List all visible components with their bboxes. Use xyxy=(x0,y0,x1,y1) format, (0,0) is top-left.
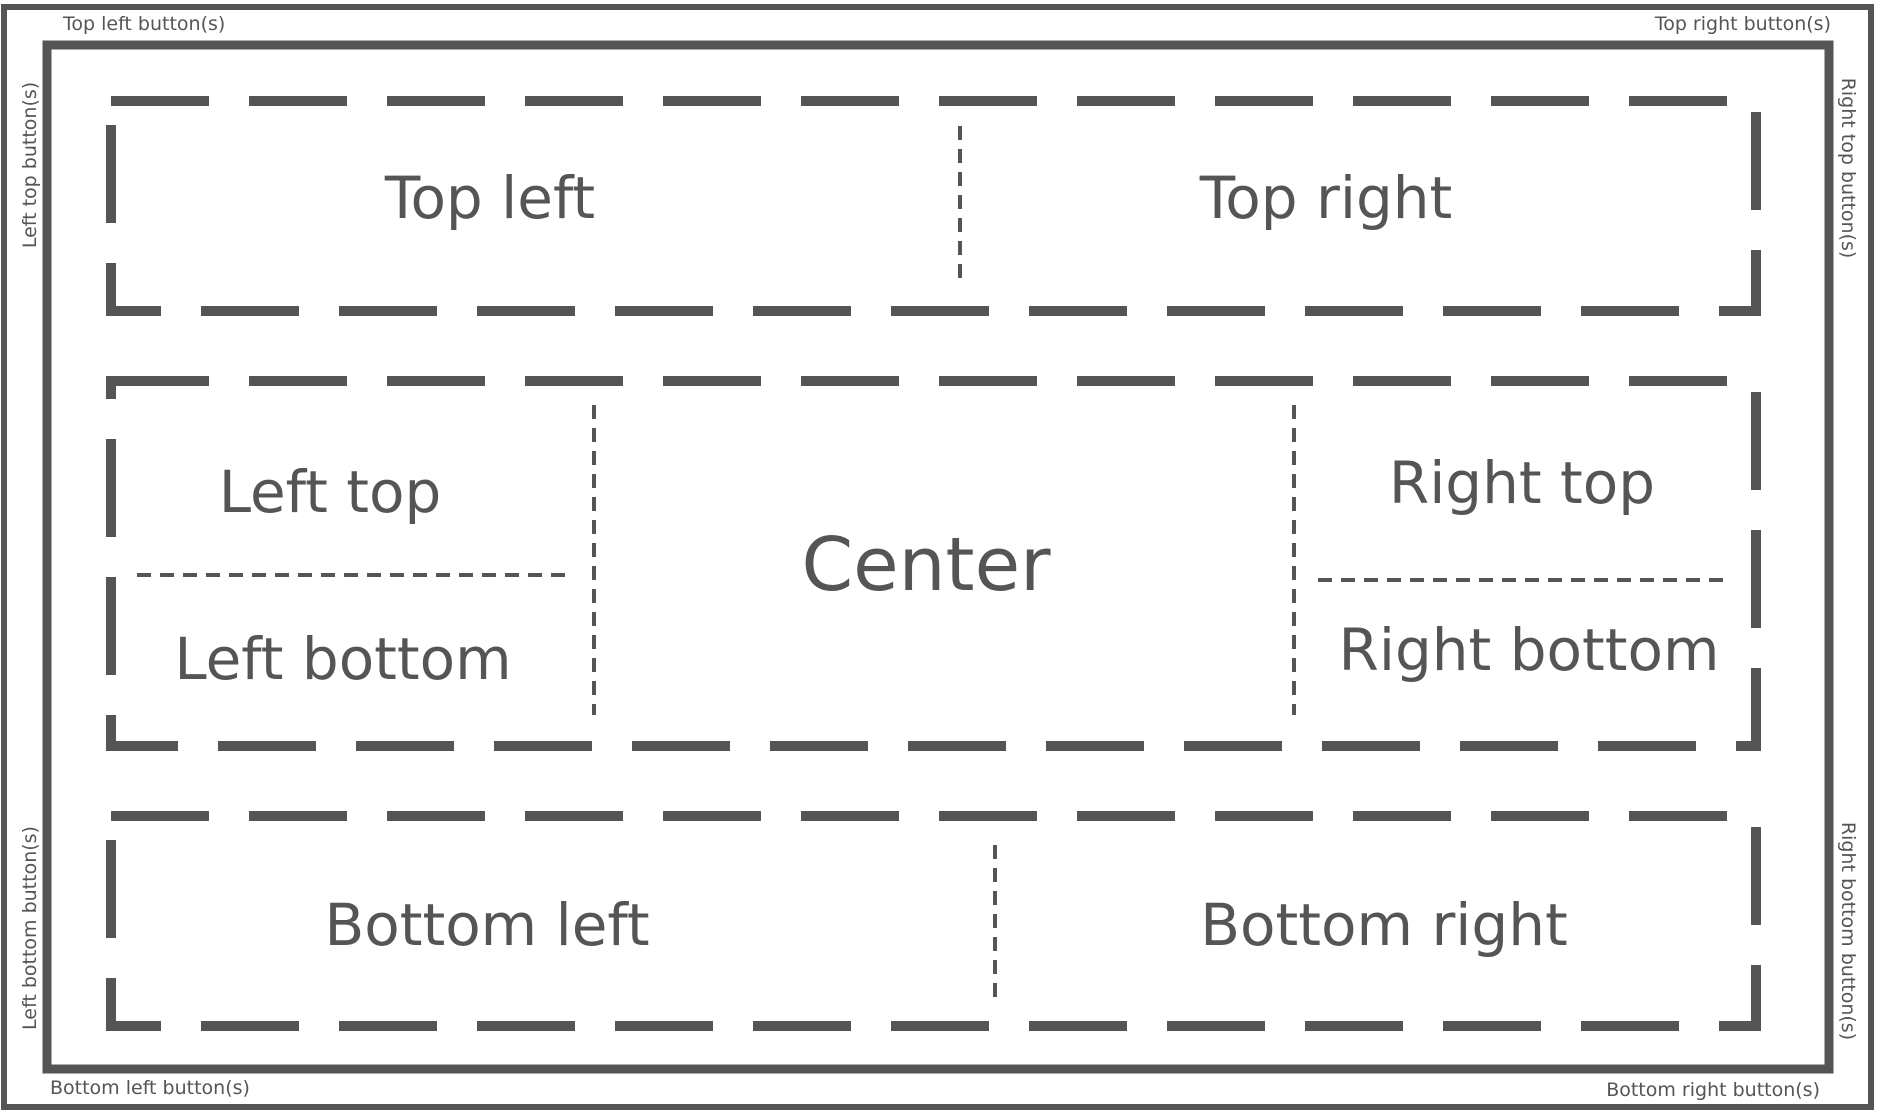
left-top-buttons-label: Left top button(s) xyxy=(19,82,41,248)
bottom-right-region: Bottom right xyxy=(1200,891,1567,959)
right-bottom-region: Right bottom xyxy=(1339,616,1720,684)
top-right-region: Top right xyxy=(1199,164,1453,232)
right-top-buttons-label: Right top button(s) xyxy=(1837,78,1859,259)
top-left-region: Top left xyxy=(384,164,595,232)
left-top-region: Left top xyxy=(219,458,442,526)
bottom-section: Bottom left Bottom right xyxy=(106,811,1761,1031)
top-left-buttons-label: Top left button(s) xyxy=(62,13,225,35)
top-section-frame xyxy=(106,96,1761,316)
bottom-right-buttons-label: Bottom right button(s) xyxy=(1606,1079,1820,1101)
top-right-buttons-label: Top right button(s) xyxy=(1654,13,1831,35)
middle-section: Left top Left bottom Center Right top Ri… xyxy=(106,376,1761,751)
center-region: Center xyxy=(801,522,1051,608)
left-bottom-region: Left bottom xyxy=(174,625,511,693)
right-bottom-buttons-label: Right bottom button(s) xyxy=(1837,822,1859,1040)
bottom-section-frame xyxy=(106,811,1761,1031)
bottom-left-region: Bottom left xyxy=(324,891,649,959)
inner-frame xyxy=(42,40,1834,1074)
outer-frame xyxy=(1,4,1874,1110)
bottom-left-buttons-label: Bottom left button(s) xyxy=(50,1077,250,1099)
right-top-region: Right top xyxy=(1389,449,1655,517)
middle-section-frame xyxy=(106,376,1761,751)
top-section: Top left Top right xyxy=(106,96,1761,316)
left-bottom-buttons-label: Left bottom button(s) xyxy=(19,826,41,1030)
